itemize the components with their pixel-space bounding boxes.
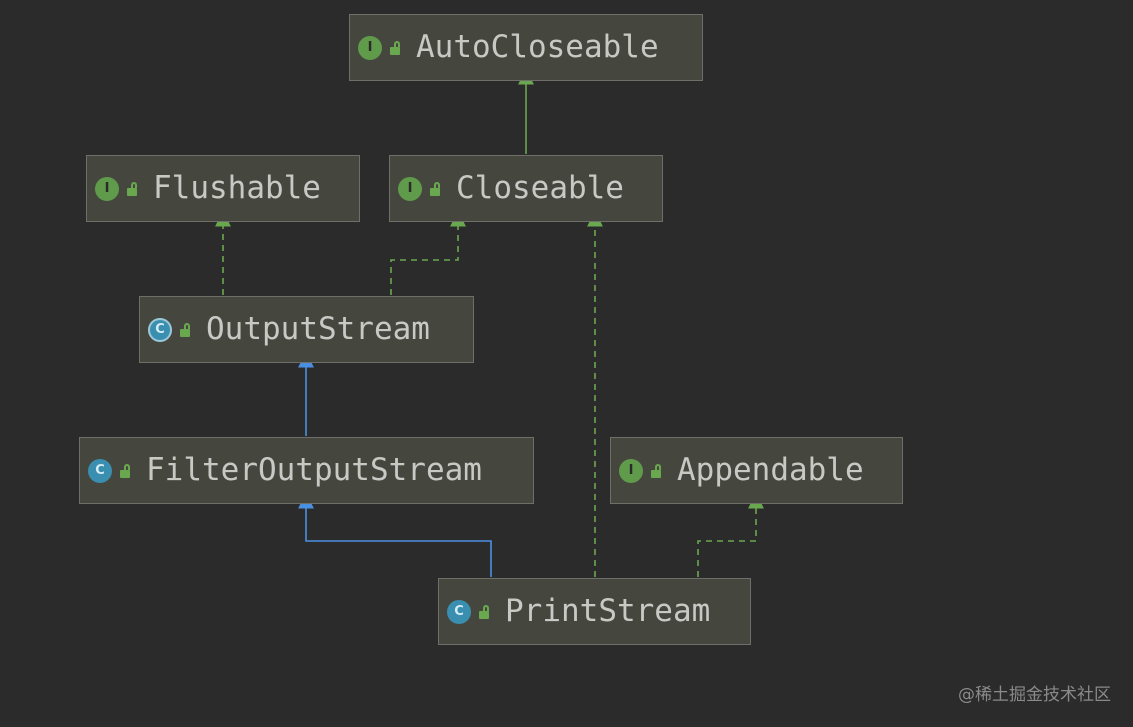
edge-printstream-appendable bbox=[697, 492, 764, 577]
node-label: OutputStream bbox=[206, 311, 430, 347]
interface-badge-icon: I bbox=[619, 458, 643, 483]
interface-badge-icon: I bbox=[358, 35, 382, 60]
node-label: PrintStream bbox=[505, 593, 711, 629]
class-badge-icon: C bbox=[447, 599, 471, 624]
node-outputstream[interactable]: C OutputStream bbox=[139, 296, 474, 363]
public-lock-icon bbox=[180, 322, 192, 337]
node-label: FilterOutputStream bbox=[146, 452, 482, 488]
watermark-text: @稀土掘金技术社区 bbox=[958, 685, 1111, 705]
public-lock-icon bbox=[390, 40, 402, 55]
public-lock-icon bbox=[120, 463, 132, 478]
node-appendable[interactable]: I Appendable bbox=[610, 437, 903, 504]
edge-printstream-filteroutputstream bbox=[298, 492, 492, 577]
node-label: AutoCloseable bbox=[416, 29, 659, 65]
node-filteroutputstream[interactable]: C FilterOutputStream bbox=[79, 437, 534, 504]
edge-outputstream-closeable bbox=[390, 210, 466, 295]
public-lock-icon bbox=[127, 181, 139, 196]
node-flushable[interactable]: I Flushable bbox=[86, 155, 360, 222]
abstract-class-badge-icon: C bbox=[148, 317, 172, 342]
node-label: Closeable bbox=[456, 170, 624, 206]
node-label: Flushable bbox=[153, 170, 321, 206]
node-printstream[interactable]: C PrintStream bbox=[438, 578, 751, 645]
node-closeable[interactable]: I Closeable bbox=[389, 155, 663, 222]
class-badge-icon: C bbox=[88, 458, 112, 483]
interface-badge-icon: I bbox=[398, 176, 422, 201]
public-lock-icon bbox=[430, 181, 442, 196]
interface-badge-icon: I bbox=[95, 176, 119, 201]
node-autocloseable[interactable]: I AutoCloseable bbox=[349, 14, 703, 81]
node-label: Appendable bbox=[677, 452, 864, 488]
public-lock-icon bbox=[651, 463, 663, 478]
public-lock-icon bbox=[479, 604, 491, 619]
